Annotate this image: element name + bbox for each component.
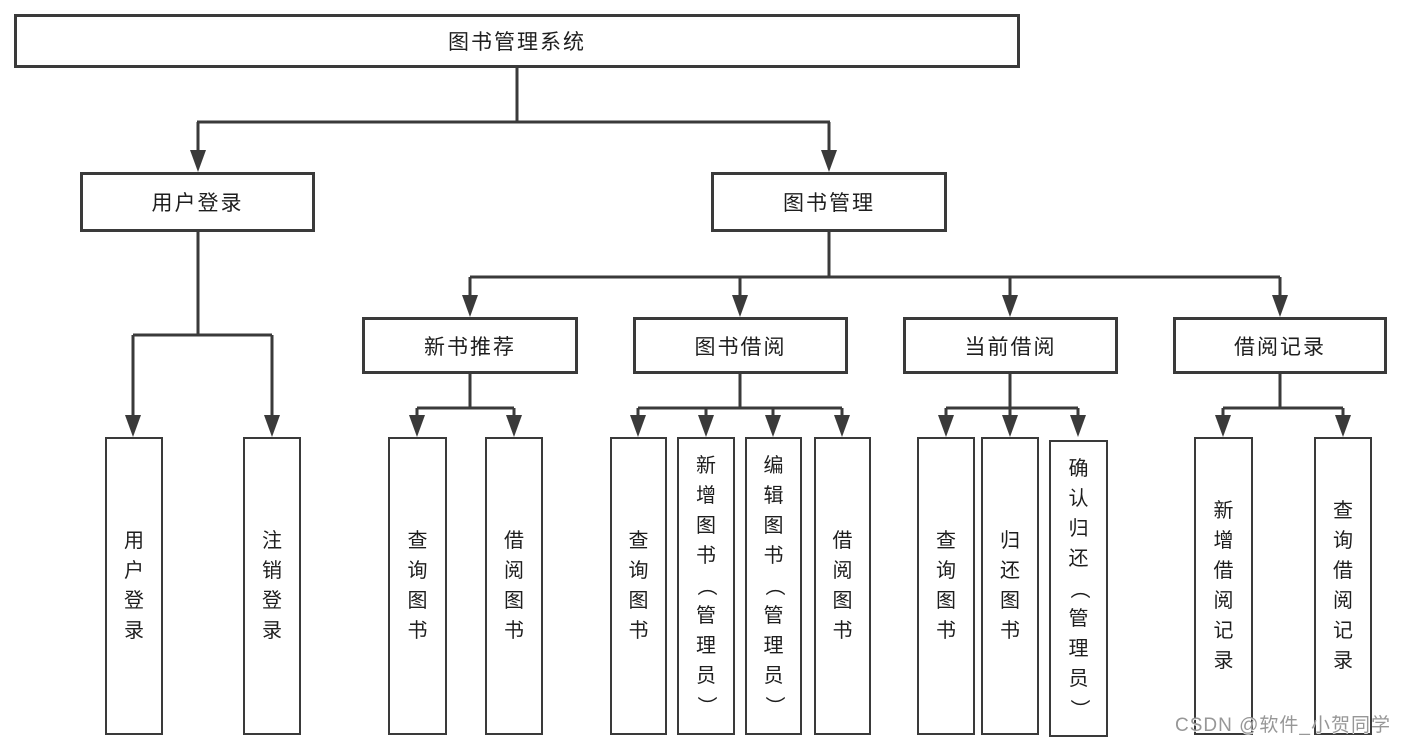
leaf-current-query-book: 查询图书 <box>917 437 975 735</box>
leaf-borrow-add-book: 新增图书（管理员） <box>677 437 735 735</box>
leaf-return-book: 归还图书 <box>981 437 1039 735</box>
leaf-add-borrow-record-label: 新增借阅记录 <box>1213 500 1234 672</box>
node-borrow-records: 借阅记录 <box>1173 317 1387 374</box>
leaf-return-book-label: 归还图书 <box>1000 530 1020 642</box>
leaf-add-borrow-record: 新增借阅记录 <box>1194 437 1253 735</box>
leaf-newbook-query: 查询图书 <box>388 437 447 735</box>
leaf-query-borrow-record: 查询借阅记录 <box>1314 437 1372 735</box>
node-current-borrow-label: 当前借阅 <box>964 335 1057 359</box>
leaf-newbook-query-label: 查询图书 <box>407 530 428 642</box>
node-current-borrow: 当前借阅 <box>903 317 1118 374</box>
leaf-logout-label: 注销登录 <box>262 530 282 642</box>
node-book-borrow: 图书借阅 <box>633 317 848 374</box>
leaf-newbook-borrow: 借阅图书 <box>485 437 543 735</box>
node-user-login-label: 用户登录 <box>151 192 244 215</box>
leaf-borrow-edit-book: 编辑图书（管理员） <box>745 437 802 735</box>
node-book-management: 图书管理 <box>711 172 947 232</box>
leaf-user-login-label: 用户登录 <box>124 530 144 642</box>
leaf-logout: 注销登录 <box>243 437 301 735</box>
node-new-book-recommend: 新书推荐 <box>362 317 578 374</box>
node-book-borrow-label: 图书借阅 <box>694 335 787 359</box>
node-borrow-records-label: 借阅记录 <box>1234 335 1326 359</box>
arrowheads <box>125 150 1351 437</box>
leaf-user-login: 用户登录 <box>105 437 163 735</box>
node-book-management-label: 图书管理 <box>783 192 875 215</box>
leaf-borrow-query-book-label: 查询图书 <box>628 530 649 642</box>
node-root: 图书管理系统 <box>14 14 1020 68</box>
leaf-borrow-book: 借阅图书 <box>814 437 871 735</box>
leaf-newbook-borrow-label: 借阅图书 <box>504 530 524 642</box>
leaf-borrow-book-label: 借阅图书 <box>832 530 853 642</box>
leaf-current-query-book-label: 查询图书 <box>936 530 956 642</box>
node-root-label: 图书管理系统 <box>448 31 586 54</box>
leaf-borrow-edit-book-label: 编辑图书（管理员） <box>762 455 785 716</box>
csdn-watermark: CSDN @软件_小贺同学 <box>1175 715 1391 736</box>
leaf-confirm-return: 确认归还（管理员） <box>1049 440 1108 737</box>
leaf-borrow-query-book: 查询图书 <box>610 437 667 735</box>
leaf-query-borrow-record-label: 查询借阅记录 <box>1333 500 1353 672</box>
leaf-confirm-return-label: 确认归还（管理员） <box>1067 457 1090 719</box>
node-new-book-recommend-label: 新书推荐 <box>424 335 516 359</box>
node-user-login: 用户登录 <box>80 172 315 232</box>
leaf-borrow-add-book-label: 新增图书（管理员） <box>695 455 717 716</box>
